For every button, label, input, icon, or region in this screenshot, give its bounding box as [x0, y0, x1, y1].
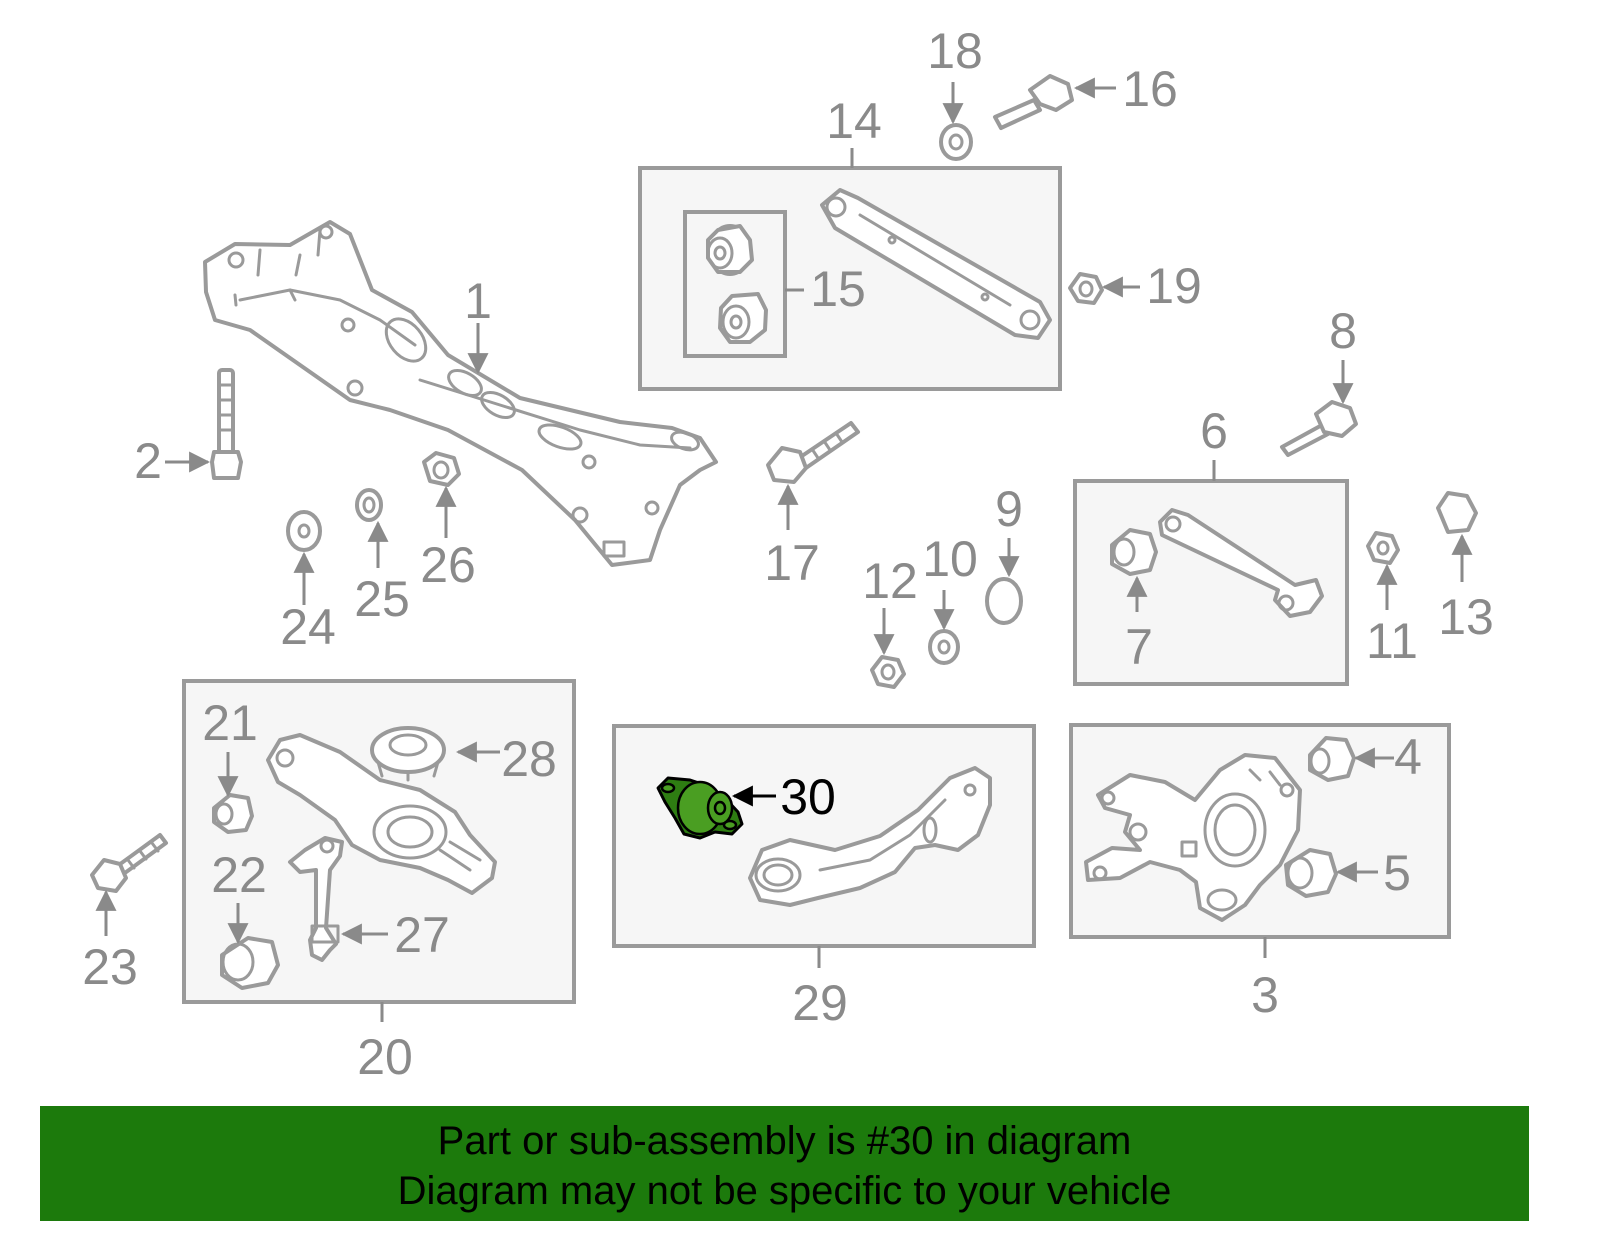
o-ring-part-9[interactable]	[985, 577, 1023, 625]
bolt-part-8[interactable]	[1280, 400, 1358, 457]
callout-6: 6	[1200, 403, 1228, 459]
callout-2: 2	[134, 433, 162, 489]
nut-part-19[interactable]	[1068, 272, 1104, 305]
washer-part-10[interactable]	[928, 629, 960, 665]
callout-30: 30	[780, 769, 836, 825]
callout-11: 11	[1366, 613, 1418, 669]
callout-21: 21	[202, 695, 258, 751]
washer-part-24[interactable]	[286, 510, 322, 552]
stabilizer-link-part-27[interactable]	[288, 836, 344, 962]
callout-15: 15	[810, 261, 866, 317]
callout-3: 3	[1251, 967, 1279, 1023]
callout-17: 17	[764, 535, 820, 591]
callout-18: 18	[927, 23, 983, 79]
leader-lines	[95, 77, 1473, 1022]
trailing-arm-part-29[interactable]	[748, 766, 992, 907]
bushing-part-22[interactable]	[220, 936, 280, 990]
crossmember-part-1[interactable]	[203, 220, 718, 567]
callout-28: 28	[501, 731, 557, 787]
bolt-part-17[interactable]	[766, 421, 860, 484]
spring-seat-part-28[interactable]	[370, 726, 446, 782]
bolt-part-23[interactable]	[90, 833, 168, 893]
callout-4: 4	[1394, 729, 1422, 785]
callout-24: 24	[280, 599, 336, 655]
bushing-part-15-upper[interactable]	[706, 224, 754, 276]
callout-22: 22	[211, 847, 267, 903]
callout-7: 7	[1125, 619, 1153, 675]
nut-part-12[interactable]	[870, 655, 906, 689]
nut-part-11[interactable]	[1366, 531, 1400, 565]
bushing-part-5[interactable]	[1284, 848, 1338, 898]
washer-part-18[interactable]	[939, 123, 973, 161]
callout-1: 1	[464, 273, 492, 329]
callout-26: 26	[420, 537, 476, 593]
callout-23: 23	[82, 939, 138, 995]
banner-line-1: Part or sub-assembly is #30 in diagram	[437, 1119, 1132, 1163]
lower-arm-part-20[interactable]	[266, 733, 497, 895]
callout-27: 27	[394, 907, 450, 963]
callout-14: 14	[826, 93, 882, 149]
washer-part-25[interactable]	[355, 488, 383, 522]
bushing-part-7[interactable]	[1110, 528, 1158, 576]
callout-9: 9	[995, 481, 1023, 537]
nut-part-26[interactable]	[422, 451, 461, 487]
callout-12: 12	[862, 553, 918, 609]
callout-13: 13	[1438, 589, 1494, 645]
callout-5: 5	[1383, 845, 1411, 901]
bushing-part-15-lower[interactable]	[718, 292, 768, 344]
bushing-part-4[interactable]	[1308, 736, 1356, 782]
knuckle-part-3[interactable]	[1084, 753, 1302, 922]
callout-29: 29	[792, 975, 848, 1031]
cap-part-13[interactable]	[1436, 491, 1478, 534]
banner-line-2: Diagram may not be specific to your vehi…	[397, 1169, 1172, 1213]
bushing-part-21[interactable]	[212, 793, 254, 834]
callout-20: 20	[357, 1029, 413, 1085]
info-banner: Part or sub-assembly is #30 in diagram D…	[40, 1106, 1529, 1221]
bolt-part-16[interactable]	[993, 74, 1074, 130]
callout-16: 16	[1122, 61, 1178, 117]
callout-25: 25	[354, 571, 410, 627]
lateral-arm-part-14[interactable]	[820, 188, 1052, 340]
callout-8: 8	[1329, 303, 1357, 359]
callout-19: 19	[1146, 258, 1202, 314]
bolt-part-2[interactable]	[210, 368, 243, 480]
callout-10: 10	[922, 531, 978, 587]
bushing-part-30[interactable]	[656, 776, 744, 840]
link-part-6[interactable]	[1158, 508, 1324, 618]
